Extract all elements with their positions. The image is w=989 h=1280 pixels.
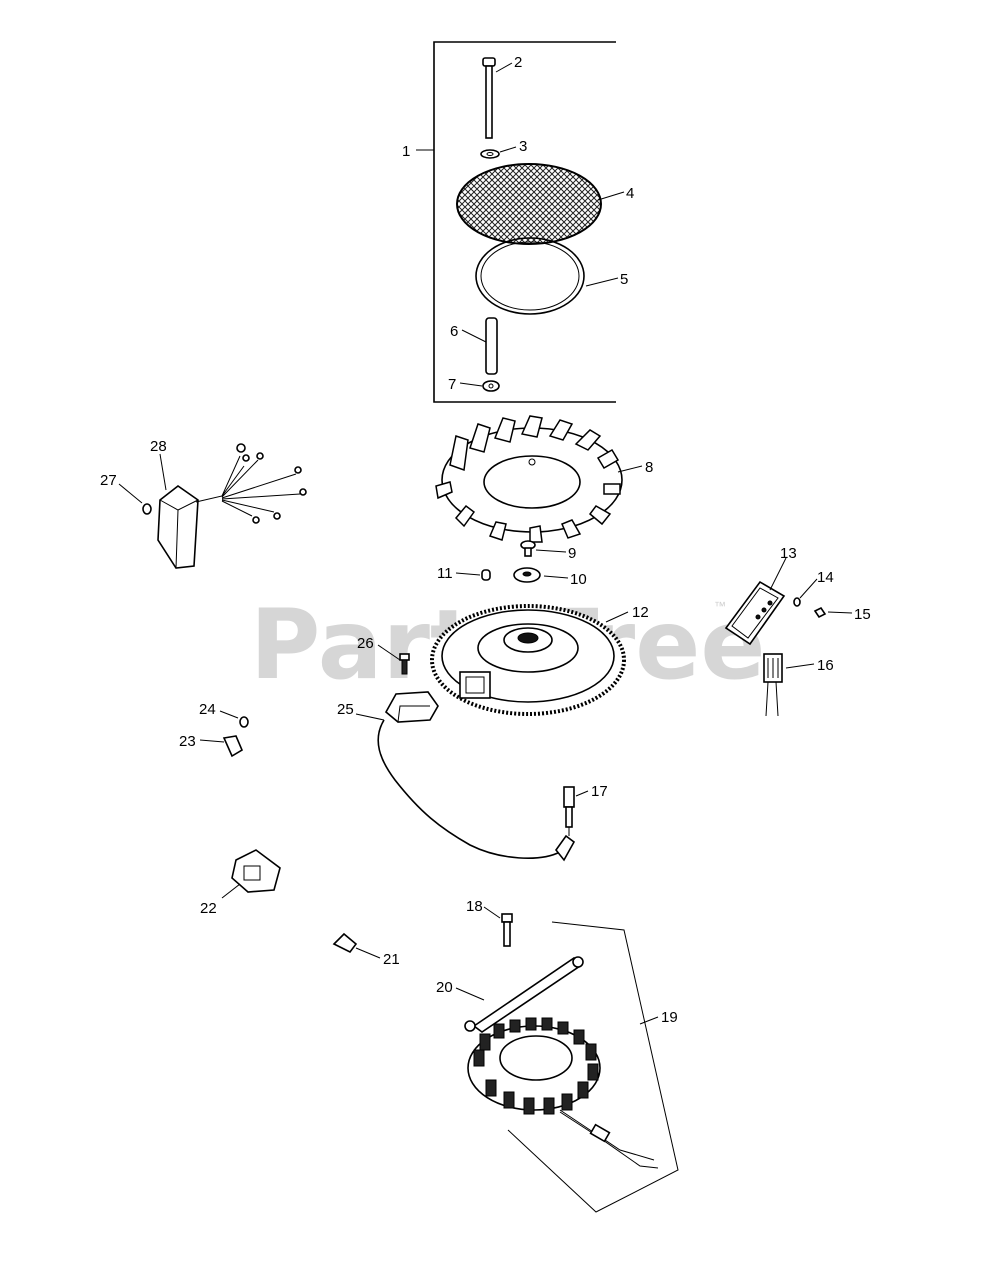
callout-11: 11 <box>437 565 453 582</box>
part-20-ground-strap <box>464 956 584 1033</box>
callout-24: 24 <box>199 701 216 718</box>
callout-5: 5 <box>620 271 628 288</box>
callout-10: 10 <box>570 571 587 588</box>
watermark-trademark: ™ <box>714 599 726 613</box>
callout-6: 6 <box>450 323 458 340</box>
part-4-debris-screen <box>456 163 602 245</box>
callout-12: 12 <box>632 604 649 621</box>
part-11-key <box>481 569 491 581</box>
callout-22: 22 <box>200 900 217 917</box>
callout-8: 8 <box>645 459 653 476</box>
part-10-washer <box>513 567 541 583</box>
callout-21: 21 <box>383 951 400 968</box>
callout-7: 7 <box>448 376 456 393</box>
callout-3: 3 <box>519 138 527 155</box>
part-28-regulator <box>157 443 307 569</box>
part-13-rectifier <box>724 580 786 646</box>
part-23-clip <box>222 735 244 758</box>
callout-labels: 1 2 3 4 5 6 7 8 9 10 11 12 13 14 15 16 1… <box>100 54 871 1026</box>
callout-13: 13 <box>780 545 797 562</box>
part-24-screw <box>239 716 249 728</box>
part-18-bolt <box>501 913 513 947</box>
part-15-nut <box>813 606 827 619</box>
part-26-screw <box>399 653 410 675</box>
callout-1: 1 <box>402 143 410 160</box>
part-27-screw <box>142 503 152 515</box>
callout-15: 15 <box>854 606 871 623</box>
part-14-screw <box>793 597 801 607</box>
part-19-stator <box>467 1017 659 1169</box>
part-22-connector <box>231 849 281 893</box>
callout-4: 4 <box>626 185 634 202</box>
part-5-retaining-ring <box>475 237 585 315</box>
callout-23: 23 <box>179 733 196 750</box>
part-7-nut <box>482 380 500 392</box>
part-17-spark-plug <box>563 786 575 836</box>
kit-bracket-1 <box>433 41 616 403</box>
callout-17: 17 <box>591 783 608 800</box>
callout-28: 28 <box>150 438 167 455</box>
part-3-washer <box>480 149 500 159</box>
callout-27: 27 <box>100 472 117 489</box>
part-2-long-bolt <box>482 57 496 139</box>
callout-16: 16 <box>817 657 834 674</box>
callout-14: 14 <box>817 569 834 586</box>
part-9-screw <box>520 540 536 557</box>
callout-20: 20 <box>436 979 453 996</box>
part-16-connector <box>763 653 783 717</box>
callout-18: 18 <box>466 898 483 915</box>
part-8-fan <box>435 415 623 543</box>
part-25-ignition-module <box>377 691 576 862</box>
leader-lines <box>118 62 853 1025</box>
callout-2: 2 <box>514 54 522 71</box>
part-21-clip <box>332 932 358 954</box>
callout-9: 9 <box>568 545 576 562</box>
callout-26: 26 <box>357 635 374 652</box>
part-12-flywheel <box>430 604 626 716</box>
kit-outline-19 <box>507 921 679 1213</box>
part-6-spacer <box>485 317 498 375</box>
callout-19: 19 <box>661 1009 678 1026</box>
callout-25: 25 <box>337 701 354 718</box>
